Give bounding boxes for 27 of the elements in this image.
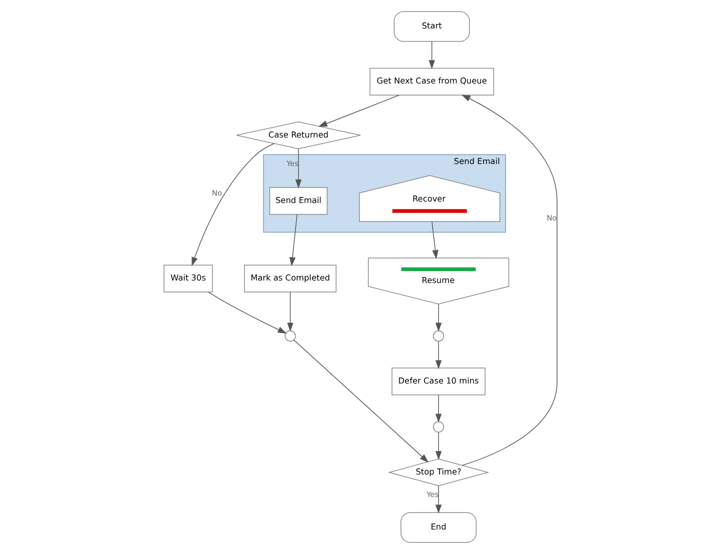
arrow [434, 341, 442, 370]
arrow [428, 41, 434, 70]
node-box: Get Next Case from Queue [369, 68, 494, 96]
node-circle [432, 421, 444, 432]
arrow [293, 340, 428, 463]
node-box: Wait 30s [163, 264, 212, 292]
arrow [434, 394, 442, 423]
arrow [207, 292, 286, 334]
arrow [460, 94, 557, 466]
node-box: End [400, 512, 476, 543]
node-circle [432, 330, 444, 342]
node-box: Mark as Completed [244, 264, 336, 292]
node-box: Send Email [268, 187, 328, 215]
arrow [286, 292, 293, 332]
arrow [288, 214, 297, 266]
node-circle [284, 330, 296, 342]
node-box: Defer Case 10 mins [391, 368, 485, 396]
arrow [294, 148, 302, 188]
node-diamond: Stop Time? [387, 458, 489, 486]
arrow [434, 432, 442, 460]
arrow [434, 485, 442, 514]
edge-label: No [546, 214, 556, 223]
arrow [434, 304, 442, 332]
edge-label: No [211, 188, 222, 198]
arrow [431, 221, 438, 260]
node-box: Start [393, 11, 470, 42]
arrow [318, 94, 400, 127]
